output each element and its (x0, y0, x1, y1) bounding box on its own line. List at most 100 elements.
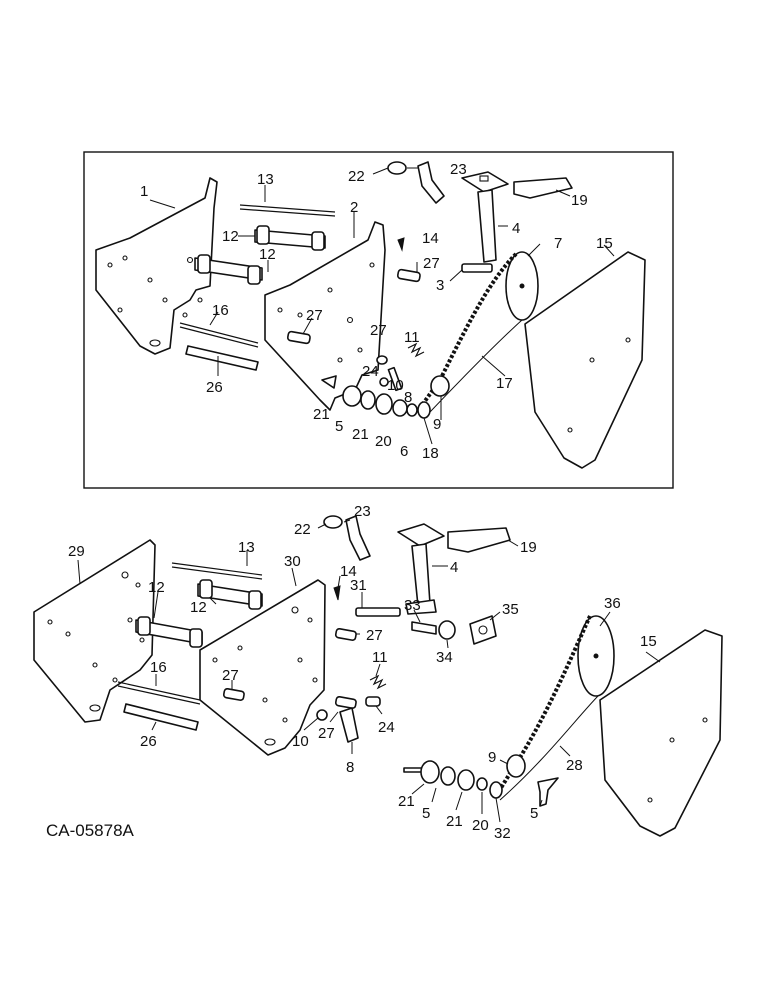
part-29-side-plate (33, 539, 156, 723)
callout: 8 (404, 389, 412, 406)
callout: 27 (366, 627, 383, 644)
callout: 31 (350, 577, 367, 594)
callout: 36 (604, 595, 621, 612)
callout: 24 (378, 719, 395, 736)
part-36-sprocket (577, 615, 615, 697)
bottom-leaders (77, 519, 661, 823)
part-19-bracket (513, 177, 573, 199)
callout: 22 (348, 168, 365, 185)
part-1-side-plate (95, 177, 218, 355)
callout: 27 (306, 307, 323, 324)
callout: 11 (404, 329, 420, 346)
part-23-tube (345, 515, 371, 561)
callout: 29 (68, 543, 85, 560)
part-2-side-plate (264, 221, 386, 411)
part-11-spring (369, 674, 387, 690)
part-12-roller-upper (197, 579, 263, 610)
part-14-clip (397, 237, 405, 252)
callout: 28 (566, 757, 583, 774)
part-9-idler (506, 754, 526, 778)
callout: 20 (375, 433, 392, 450)
callout: 34 (436, 649, 453, 666)
part-12-roller-upper (254, 225, 326, 251)
part-7-sprocket (505, 251, 539, 321)
part-24-bushing (365, 696, 381, 707)
callout: 27 (423, 255, 440, 272)
callout: 27 (318, 725, 335, 742)
callout: 10 (387, 377, 404, 394)
part-13-shaft (171, 562, 263, 580)
part-16-shaft (117, 681, 201, 705)
part-4-bracket (461, 171, 509, 263)
part-15-guard (524, 251, 646, 469)
callout: 4 (512, 220, 520, 237)
callout: 20 (472, 817, 489, 834)
part-26-tube (185, 345, 259, 371)
part-14-clip (333, 585, 341, 601)
part-19-bracket (447, 527, 511, 553)
callout: 12 (259, 246, 276, 263)
part-8-lever (339, 707, 359, 743)
callout: 12 (222, 228, 239, 245)
callout: 10 (292, 733, 309, 750)
callout: 23 (450, 161, 467, 178)
part-24-bushing (376, 355, 388, 365)
part-31-pin (355, 607, 401, 617)
part-26-tube (123, 703, 199, 731)
part-33-bolt (411, 621, 437, 635)
part-13-shaft (239, 204, 336, 217)
drawing-code: CA-05878A (46, 821, 135, 840)
callout: 9 (433, 416, 441, 433)
part-12-roller-lower (135, 616, 203, 648)
callout: 13 (257, 171, 274, 188)
callout: 8 (346, 759, 354, 776)
part-22-cap (323, 515, 343, 529)
callout: 21 (352, 426, 369, 443)
part-11-spring (407, 342, 425, 358)
part-35-flange (469, 615, 497, 645)
part-4-bracket (397, 523, 445, 615)
bottom-bearing-stack (403, 760, 503, 799)
part-23-tube (417, 161, 445, 204)
callout: 5 (530, 805, 538, 822)
top-lever-pin (321, 375, 337, 389)
part-27-spacer-a (286, 330, 311, 345)
top-exploded-view: 1 13 2 12 12 22 23 19 4 14 27 7 15 3 16 … (83, 151, 674, 489)
top-leaders (149, 167, 615, 445)
callout: 15 (596, 235, 613, 252)
bottom-exploded-view: 22 23 19 29 13 30 4 14 31 33 35 36 12 12… (33, 503, 723, 842)
callout: 22 (294, 521, 311, 538)
callout: 7 (554, 235, 562, 252)
part-27-spacer-c (334, 695, 357, 709)
callout: 26 (206, 379, 223, 396)
part-10-washer (316, 709, 328, 721)
callout: 2 (350, 199, 358, 216)
callout: 24 (362, 363, 379, 380)
callout: 3 (436, 277, 444, 294)
callout: 6 (400, 443, 408, 460)
part-34-bushing (438, 620, 456, 640)
part-22-cap (387, 161, 407, 175)
part-27-spacer-a (222, 687, 245, 701)
part-8-arm (387, 366, 403, 392)
callout: 14 (340, 563, 357, 580)
callout: 11 (372, 649, 388, 666)
callout: 9 (488, 749, 496, 766)
callout: 13 (238, 539, 255, 556)
callout: 27 (370, 322, 387, 339)
part-16-shaft (179, 322, 259, 348)
part-17-chain (418, 252, 518, 410)
part-27-spacer-b (396, 268, 421, 283)
callout: 21 (398, 793, 415, 810)
part-15-guard (599, 629, 723, 837)
callout: 12 (148, 579, 165, 596)
callout: 16 (150, 659, 167, 676)
callout: 16 (212, 302, 229, 319)
callout: 27 (222, 667, 239, 684)
callout: 14 (422, 230, 439, 247)
callout: 5 (422, 805, 430, 822)
callout: 21 (446, 813, 463, 830)
callout: 26 (140, 733, 157, 750)
top-bearing-stack (342, 385, 431, 419)
callout: 19 (571, 192, 588, 209)
